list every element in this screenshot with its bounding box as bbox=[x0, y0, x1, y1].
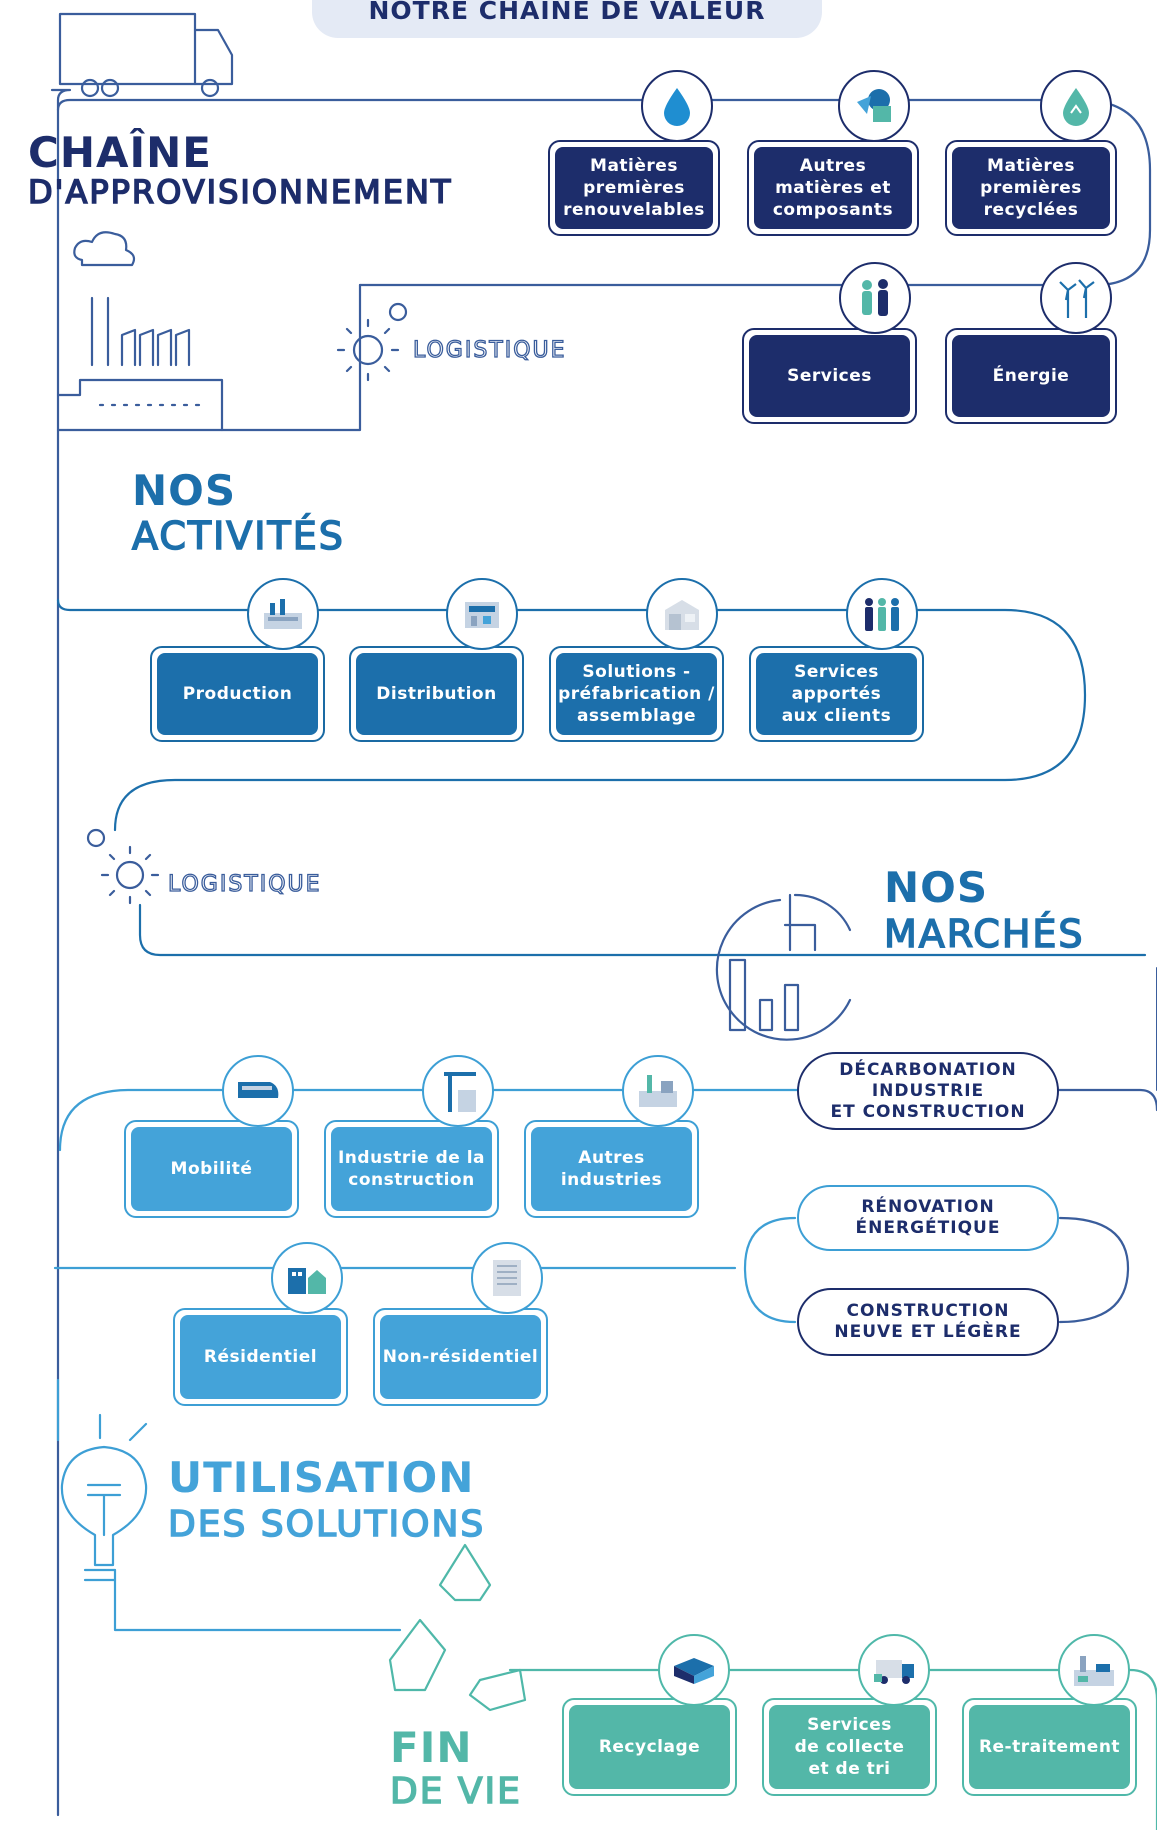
market-label: Autres industries bbox=[531, 1127, 692, 1211]
store-icon bbox=[446, 578, 518, 650]
usage-title: UTILISATION bbox=[168, 1453, 475, 1502]
market-box-non-residential: Non-résidentiel bbox=[373, 1308, 548, 1406]
activity-label: Solutions - préfabrication / assemblage bbox=[556, 653, 717, 735]
eol-box-recycling: Recyclage bbox=[562, 1698, 737, 1796]
logistics-label-1: LOGISTIQUE bbox=[412, 337, 567, 363]
activity-label: Services apportés aux clients bbox=[756, 653, 917, 735]
supply-label: Matières premières renouvelables bbox=[555, 147, 713, 229]
theme-new-light-construction: CONSTRUCTION NEUVE ET LÉGÈRE bbox=[797, 1288, 1059, 1356]
activities-title: NOS bbox=[132, 466, 237, 515]
market-box-residential: Résidentiel bbox=[173, 1308, 348, 1406]
markets-subtitle: MARCHÉS bbox=[883, 912, 1085, 956]
activity-box-distribution: Distribution bbox=[349, 646, 524, 742]
market-label: Industrie de la construction bbox=[331, 1127, 492, 1211]
activity-box-solutions: Solutions - préfabrication / assemblage bbox=[549, 646, 724, 742]
market-box-construction-industry: Industrie de la construction bbox=[324, 1120, 499, 1218]
plant-icon bbox=[1058, 1634, 1130, 1706]
crane-icon bbox=[422, 1055, 494, 1127]
theme-energy-renovation: RÉNOVATION ÉNERGÉTIQUE bbox=[797, 1185, 1059, 1251]
market-label: Non-résidentiel bbox=[380, 1315, 541, 1399]
activity-box-client-services: Services apportés aux clients bbox=[749, 646, 924, 742]
page-title-banner: NOTRE CHAÎNE DE VALEUR bbox=[312, 0, 822, 38]
usage-subtitle: DES SOLUTIONS bbox=[167, 1504, 486, 1546]
eol-label: Recyclage bbox=[569, 1705, 730, 1789]
supply-box-services: Services bbox=[742, 328, 917, 424]
market-box-other-industries: Autres industries bbox=[524, 1120, 699, 1218]
market-label: Résidentiel bbox=[180, 1315, 341, 1399]
supply-label: Énergie bbox=[952, 335, 1110, 417]
market-box-mobility: Mobilité bbox=[124, 1120, 299, 1218]
supply-label: Services bbox=[749, 335, 910, 417]
industry-icon bbox=[622, 1055, 694, 1127]
team-icon bbox=[846, 578, 918, 650]
prefab-house-icon bbox=[646, 578, 718, 650]
houses-icon bbox=[271, 1242, 343, 1314]
supply-subtitle: D'APPROVISIONNEMENT bbox=[27, 172, 453, 212]
truck-icon bbox=[858, 1634, 930, 1706]
supply-box-components: Autres matières et composants bbox=[747, 140, 919, 236]
supply-label: Autres matières et composants bbox=[754, 147, 912, 229]
end-of-life-title: FIN bbox=[390, 1723, 473, 1772]
activity-box-production: Production bbox=[150, 646, 325, 742]
recycled-drop-icon bbox=[1040, 70, 1112, 142]
container-icon bbox=[658, 1634, 730, 1706]
supply-box-renewable: Matières premières renouvelables bbox=[548, 140, 720, 236]
markets-title: NOS bbox=[884, 863, 989, 912]
wind-turbine-icon bbox=[1040, 262, 1112, 334]
supply-label: Matières premières recyclées bbox=[952, 147, 1110, 229]
train-icon bbox=[222, 1055, 294, 1127]
eol-label: Services de collecte et de tri bbox=[769, 1705, 930, 1789]
logistics-label-2: LOGISTIQUE bbox=[167, 871, 322, 897]
activity-label: Production bbox=[157, 653, 318, 735]
eol-box-reprocessing: Re-traitement bbox=[962, 1698, 1137, 1796]
supply-box-energy: Énergie bbox=[945, 328, 1117, 424]
water-drop-icon bbox=[641, 70, 713, 142]
office-building-icon bbox=[471, 1242, 543, 1314]
end-of-life-subtitle: DE VIE bbox=[389, 1771, 522, 1813]
supply-box-recycled: Matières premières recyclées bbox=[945, 140, 1117, 236]
activity-label: Distribution bbox=[356, 653, 517, 735]
factory-icon bbox=[247, 578, 319, 650]
people-icon bbox=[839, 262, 911, 334]
activities-subtitle: ACTIVITÉS bbox=[131, 514, 345, 558]
materials-icon bbox=[838, 70, 910, 142]
eol-label: Re-traitement bbox=[969, 1705, 1130, 1789]
theme-decarbonation: DÉCARBONATION INDUSTRIE ET CONSTRUCTION bbox=[797, 1052, 1059, 1130]
market-label: Mobilité bbox=[131, 1127, 292, 1211]
supply-title: CHAÎNE bbox=[28, 128, 212, 177]
eol-box-collection: Services de collecte et de tri bbox=[762, 1698, 937, 1796]
